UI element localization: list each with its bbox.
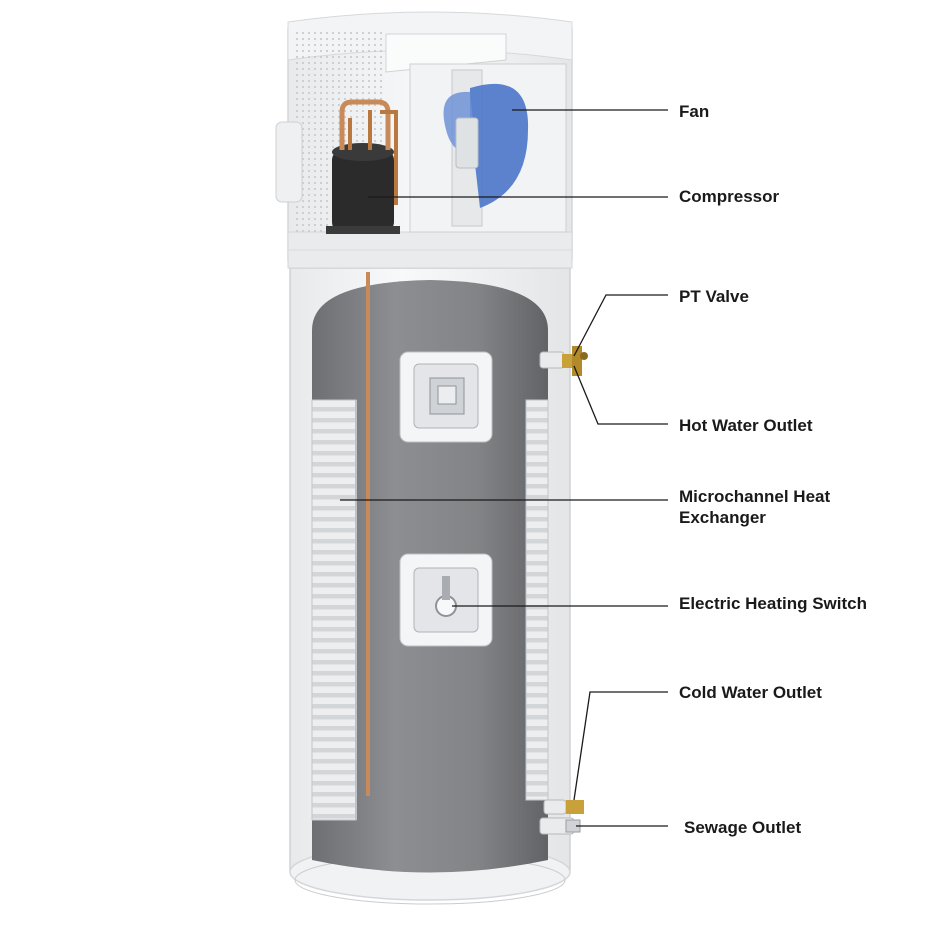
label-pt-valve: PT Valve bbox=[679, 287, 749, 306]
fan-blade bbox=[470, 83, 529, 208]
label-microchannel-heat-exchanger: Microchannel Heat Exchanger bbox=[679, 487, 831, 527]
leader-cold-water-outlet bbox=[573, 691, 668, 801]
label-fan: Fan bbox=[679, 102, 710, 121]
microchannel-coil-left bbox=[311, 399, 357, 821]
label-cold-water-outlet: Cold Water Outlet bbox=[679, 683, 822, 702]
leader-pt-valve bbox=[573, 294, 668, 357]
compressor bbox=[326, 99, 400, 234]
label-compressor: Compressor bbox=[679, 187, 780, 206]
pt-valve-fitting bbox=[539, 346, 588, 376]
label-electric-heating-switch: Electric Heating Switch bbox=[679, 594, 867, 613]
heating-switch-panel bbox=[399, 553, 493, 647]
sewage-fitting bbox=[539, 817, 581, 835]
label-hot-water-outlet: Hot Water Outlet bbox=[679, 416, 813, 435]
label-sewage-outlet: Sewage Outlet bbox=[684, 818, 802, 837]
upper-access-panel bbox=[399, 351, 493, 443]
fan-assembly bbox=[385, 33, 567, 233]
leader-lines bbox=[340, 109, 668, 827]
cold-water-fitting bbox=[543, 799, 584, 815]
microchannel-coil-right bbox=[525, 399, 549, 801]
leader-hot-water-outlet bbox=[573, 365, 668, 425]
